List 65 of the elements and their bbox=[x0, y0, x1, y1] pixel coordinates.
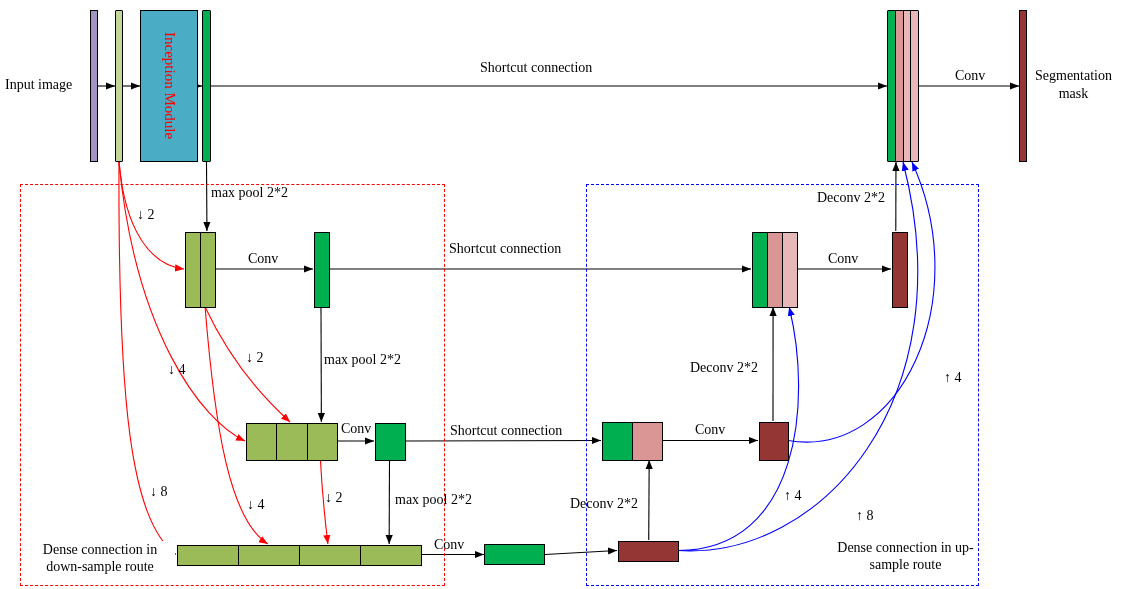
arrow bbox=[214, 265, 314, 273]
arrow bbox=[918, 82, 1020, 90]
arrow bbox=[404, 436, 602, 445]
edge-label: ↑ 4 bbox=[944, 370, 962, 386]
arrow bbox=[97, 82, 116, 90]
edge-label: Conv bbox=[955, 68, 986, 84]
layer-bar bbox=[887, 10, 919, 162]
feature-map-block bbox=[752, 232, 798, 308]
edge-label: max pool 2*2 bbox=[211, 185, 288, 201]
arrow bbox=[677, 161, 919, 552]
edge-label: ↑ 8 bbox=[856, 508, 874, 524]
arrow bbox=[122, 82, 141, 90]
edge-label: max pool 2*2 bbox=[395, 492, 472, 508]
edge-label: ↓ 4 bbox=[168, 362, 186, 378]
edge-label: ↓ 2 bbox=[246, 350, 264, 366]
arrow bbox=[787, 161, 936, 443]
edge-label: Conv bbox=[341, 421, 372, 437]
edge-label: ↓ 4 bbox=[247, 497, 265, 513]
arrow bbox=[328, 265, 752, 273]
feature-map-block bbox=[484, 544, 545, 565]
edge-label: Conv bbox=[828, 251, 859, 267]
feature-map-block bbox=[375, 423, 406, 461]
edge-label: ↑ 4 bbox=[784, 488, 802, 504]
node-label: Inception Module bbox=[160, 32, 178, 140]
edge-label: ↓ 2 bbox=[137, 207, 155, 223]
arrow bbox=[420, 550, 485, 559]
arrow bbox=[544, 547, 618, 556]
arrow bbox=[336, 437, 375, 445]
feature-map-block bbox=[602, 422, 663, 461]
edge-label: ↓ 2 bbox=[325, 490, 343, 506]
feature-map-block bbox=[177, 545, 422, 566]
edge-label: Deconv 2*2 bbox=[817, 190, 886, 206]
arrow bbox=[892, 161, 900, 232]
arrow bbox=[769, 306, 777, 422]
arrow bbox=[645, 459, 653, 541]
edge-label: Deconv 2*2 bbox=[690, 360, 759, 376]
edge-label: Conv bbox=[248, 251, 279, 267]
feature-map-block bbox=[314, 232, 330, 308]
node-label: Segmentation mask bbox=[1034, 67, 1113, 103]
arrow bbox=[319, 459, 331, 545]
arrow bbox=[317, 306, 325, 423]
edge-label: ↓ 8 bbox=[150, 484, 168, 500]
arrow bbox=[203, 161, 211, 232]
edge-label: Conv bbox=[695, 422, 726, 438]
edge-label: Shortcut connection bbox=[450, 423, 563, 439]
node-label: Input image bbox=[5, 76, 74, 94]
edge-label: Shortcut connection bbox=[449, 241, 562, 257]
feature-map-block bbox=[892, 232, 908, 308]
feature-map-block bbox=[246, 423, 338, 461]
feature-map-block bbox=[185, 232, 216, 308]
arrow bbox=[385, 459, 393, 545]
edge-label: max pool 2*2 bbox=[324, 352, 401, 368]
arrow bbox=[204, 306, 269, 545]
edge-label: Shortcut connection bbox=[480, 60, 593, 76]
feature-map-block bbox=[759, 422, 789, 461]
layer-bar bbox=[202, 10, 211, 162]
arrow bbox=[661, 436, 759, 445]
module-box bbox=[140, 10, 198, 162]
edge-label: Conv bbox=[434, 537, 465, 553]
edge-label: Deconv 2*2 bbox=[570, 496, 639, 512]
feature-map-block bbox=[618, 541, 679, 562]
arrow bbox=[796, 265, 892, 273]
arrow bbox=[210, 82, 888, 90]
layer-bar bbox=[115, 10, 123, 162]
arrow bbox=[204, 306, 291, 423]
